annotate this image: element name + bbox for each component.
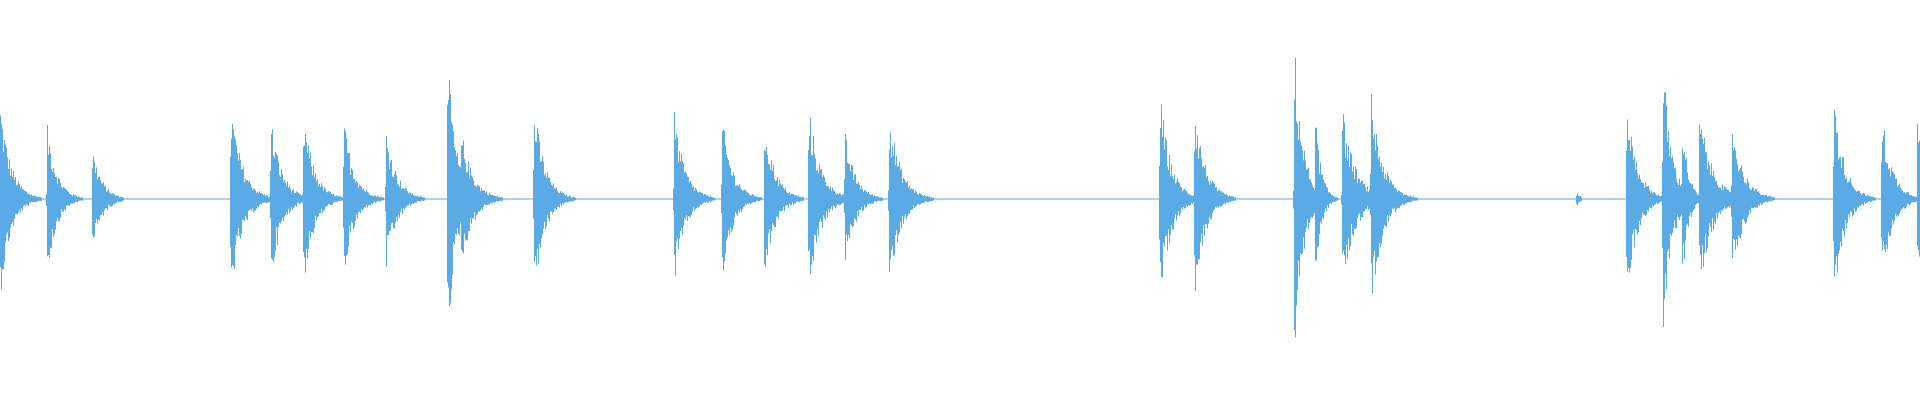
waveform-amplitude-path xyxy=(0,57,1920,338)
